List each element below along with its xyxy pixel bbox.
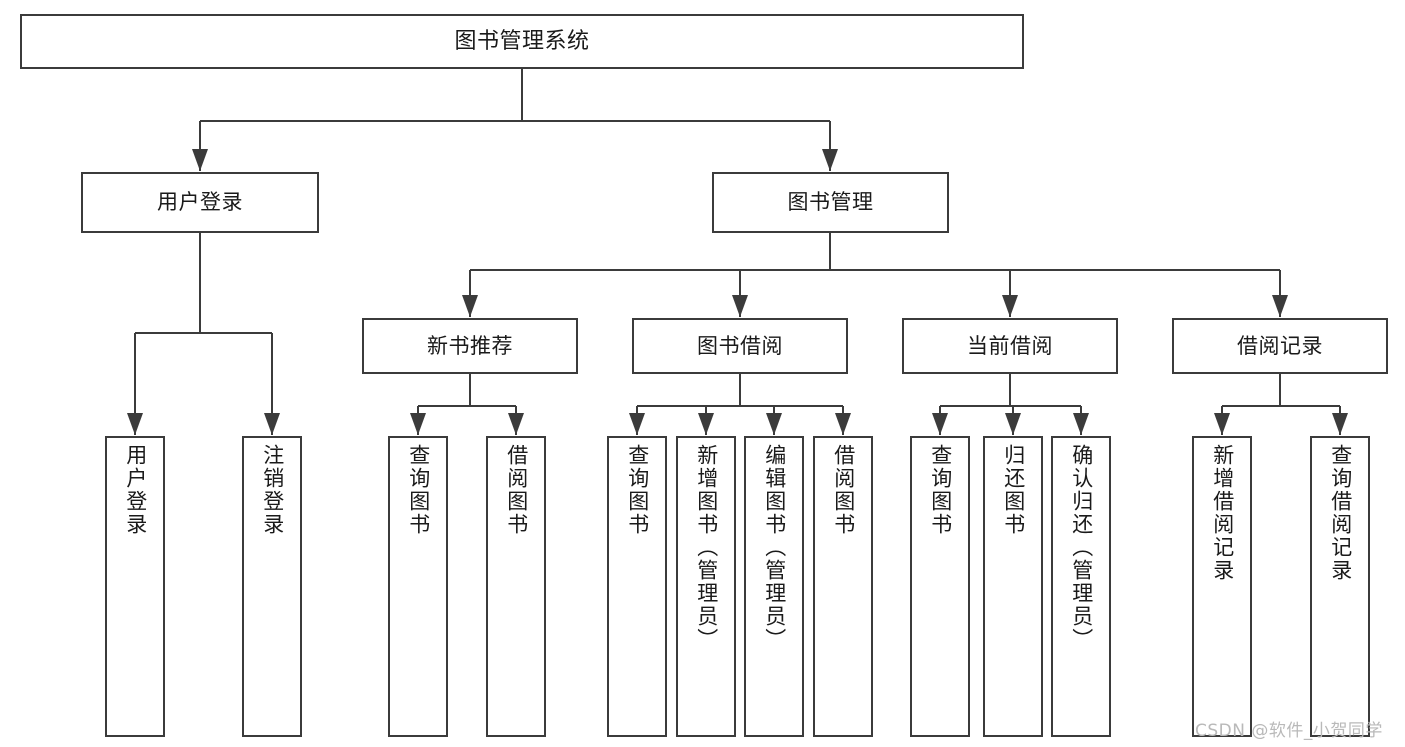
node-label: 查询图书 — [625, 444, 650, 536]
node-label: 查询借阅记录 — [1328, 444, 1353, 582]
book-mgmt-to-level3-arrowhead-3 — [1272, 295, 1288, 317]
node-label: 借阅图书 — [831, 444, 856, 536]
borrow-to-leaves-arrowhead-0 — [629, 413, 645, 435]
node-leaf-5[interactable]: 新增图书（管理员） — [676, 436, 736, 737]
node-leaf-10[interactable]: 确认归还（管理员） — [1051, 436, 1111, 737]
node-leaf-3[interactable]: 借阅图书 — [486, 436, 546, 737]
borrow-to-leaves-arrowhead-1 — [698, 413, 714, 435]
node-leaf-4[interactable]: 查询图书 — [607, 436, 667, 737]
node-l3-3[interactable]: 借阅记录 — [1172, 318, 1388, 374]
node-label: 借阅图书 — [504, 444, 529, 536]
node-label: 查询图书 — [406, 444, 431, 536]
node-leaf-6[interactable]: 编辑图书（管理员） — [744, 436, 804, 737]
user-login-to-leaves-arrowhead-1 — [264, 413, 280, 435]
csdn-watermark: CSDN @软件_小贺同学 — [1195, 721, 1383, 741]
node-label: 借阅记录 — [1237, 333, 1323, 358]
node-l3-2[interactable]: 当前借阅 — [902, 318, 1118, 374]
current-borrow-to-leaves-arrowhead-2 — [1073, 413, 1089, 435]
node-leaf-7[interactable]: 借阅图书 — [813, 436, 873, 737]
node-label: 用户登录 — [123, 444, 148, 536]
root-to-level2-arrowhead-1 — [822, 149, 838, 171]
user-login-to-leaves-arrowhead-0 — [127, 413, 143, 435]
node-label: 确认归还（管理员） — [1069, 444, 1094, 651]
current-borrow-to-leaves-arrowhead-1 — [1005, 413, 1021, 435]
node-leaf-2[interactable]: 查询图书 — [388, 436, 448, 737]
node-l2-1[interactable]: 图书管理 — [712, 172, 949, 233]
node-leaf-11[interactable]: 新增借阅记录 — [1192, 436, 1252, 737]
node-label: 编辑图书（管理员） — [762, 444, 787, 651]
node-leaf-0[interactable]: 用户登录 — [105, 436, 165, 737]
book-mgmt-to-level3-arrowhead-1 — [732, 295, 748, 317]
book-mgmt-to-level3-arrowhead-2 — [1002, 295, 1018, 317]
node-leaf-12[interactable]: 查询借阅记录 — [1310, 436, 1370, 737]
records-to-leaves-arrowhead-1 — [1332, 413, 1348, 435]
borrow-to-leaves-arrowhead-3 — [835, 413, 851, 435]
current-borrow-to-leaves-arrowhead-0 — [932, 413, 948, 435]
records-to-leaves-arrowhead-0 — [1214, 413, 1230, 435]
borrow-to-leaves-arrowhead-2 — [766, 413, 782, 435]
node-label: 图书管理系统 — [454, 28, 590, 54]
node-label: 当前借阅 — [967, 333, 1053, 358]
node-label: 图书管理 — [787, 190, 874, 215]
node-label: 新增借阅记录 — [1210, 444, 1235, 582]
node-l2-0[interactable]: 用户登录 — [81, 172, 319, 233]
node-root[interactable]: 图书管理系统 — [20, 14, 1024, 69]
node-label: 注销登录 — [260, 444, 285, 536]
node-leaf-1[interactable]: 注销登录 — [242, 436, 302, 737]
node-leaf-9[interactable]: 归还图书 — [983, 436, 1043, 737]
book-mgmt-to-level3-arrowhead-0 — [462, 295, 478, 317]
node-label: 用户登录 — [157, 190, 243, 215]
node-leaf-8[interactable]: 查询图书 — [910, 436, 970, 737]
node-label: 新书推荐 — [427, 333, 513, 358]
node-l3-1[interactable]: 图书借阅 — [632, 318, 848, 374]
new-book-to-leaves-arrowhead-1 — [508, 413, 524, 435]
node-l3-0[interactable]: 新书推荐 — [362, 318, 578, 374]
node-label: 归还图书 — [1001, 444, 1026, 536]
node-label: 查询图书 — [928, 444, 953, 536]
node-label: 新增图书（管理员） — [694, 444, 719, 651]
node-label: 图书借阅 — [697, 333, 783, 358]
root-to-level2-arrowhead-0 — [192, 149, 208, 171]
new-book-to-leaves-arrowhead-0 — [410, 413, 426, 435]
